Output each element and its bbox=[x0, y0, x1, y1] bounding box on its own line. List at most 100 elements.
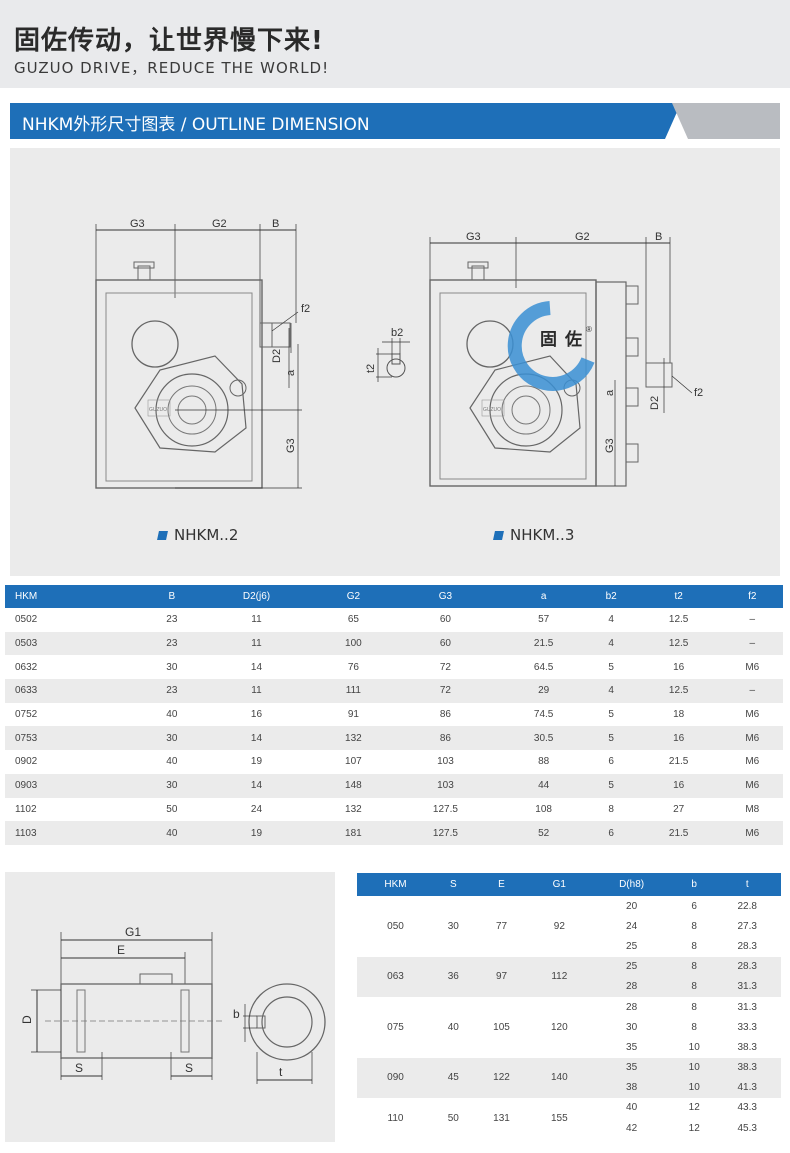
table-cell-g1: 92 bbox=[553, 920, 565, 932]
table-cell: 127.5 bbox=[432, 803, 458, 815]
column-header: t2 bbox=[635, 585, 722, 608]
watermark-char-1: 固 bbox=[540, 330, 557, 349]
table-cell-e: 97 bbox=[472, 956, 531, 997]
table-cell: 5 bbox=[608, 709, 614, 721]
brand-watermark: 固 佐 ® bbox=[507, 301, 595, 391]
dim-g3-top-right: G3 bbox=[466, 231, 481, 243]
table-cell: 60 bbox=[390, 631, 501, 656]
table-cell: 4 bbox=[586, 679, 636, 703]
table-cell-g1: 120 bbox=[550, 1021, 568, 1033]
nameplate-text-right: GUZUO bbox=[483, 407, 501, 413]
table-cell-g1: 112 bbox=[530, 956, 589, 997]
table-cell: 1102 bbox=[15, 803, 37, 815]
table-cell: 10 bbox=[674, 1057, 714, 1078]
table-cell-g1: 155 bbox=[550, 1112, 568, 1124]
column-header: G3 bbox=[390, 585, 501, 608]
table-cell: 28 bbox=[626, 1001, 638, 1013]
dim-f2-right: f2 bbox=[694, 387, 703, 399]
table-cell: 12.5 bbox=[668, 614, 689, 626]
header-band: 固佐传动，让世界慢下来! GUZUO DRIVE，REDUCE THE WORL… bbox=[0, 0, 790, 88]
table-cell: 25 bbox=[626, 940, 638, 952]
table-cell: 5 bbox=[608, 661, 614, 673]
dim-b-top-right: B bbox=[655, 231, 662, 243]
dim-s-left: S bbox=[75, 1061, 83, 1075]
column-header: D(h8) bbox=[588, 873, 675, 896]
dim-e: E bbox=[117, 943, 125, 957]
table-cell-s: 45 bbox=[434, 1057, 473, 1098]
table-cell: 30 bbox=[626, 1021, 638, 1033]
table-cell: 42 bbox=[626, 1122, 638, 1134]
table-cell: 41.3 bbox=[713, 1077, 781, 1098]
table-cell: 38 bbox=[588, 1077, 675, 1098]
table-cell: 19 bbox=[196, 821, 317, 845]
dim-b2: b2 bbox=[391, 327, 403, 339]
table-cell: 57 bbox=[538, 614, 550, 626]
table-cell: 0752 bbox=[15, 709, 38, 721]
table-cell: 100 bbox=[316, 631, 391, 656]
table-cell: 31.3 bbox=[737, 1001, 757, 1013]
table-cell: 23 bbox=[147, 631, 197, 656]
table-cell: 27 bbox=[673, 803, 685, 815]
dim-g3-top: G3 bbox=[130, 218, 145, 230]
table-cell: M6 bbox=[721, 821, 783, 845]
dim-d: D bbox=[20, 1015, 34, 1024]
table-cell: 64.5 bbox=[533, 661, 554, 673]
dim-t2: t2 bbox=[365, 364, 377, 373]
caption-marker-icon bbox=[157, 530, 168, 540]
table-cell: 8 bbox=[691, 920, 697, 932]
table-cell: 14 bbox=[196, 726, 317, 751]
caption-nhkm-3: NHKM..3 bbox=[493, 526, 574, 544]
column-header: HKM bbox=[357, 873, 435, 896]
dim-a-right: a bbox=[604, 389, 616, 396]
table-cell: – bbox=[721, 679, 783, 703]
table-cell: 40 bbox=[166, 709, 178, 721]
dim-d2-right: D2 bbox=[649, 396, 661, 410]
table-cell: 44 bbox=[500, 773, 587, 798]
dim-g1: G1 bbox=[125, 925, 141, 939]
table-cell-hkm: 063 bbox=[357, 956, 435, 997]
column-header: b2 bbox=[586, 585, 636, 608]
table-cell-s: 30 bbox=[447, 920, 459, 932]
table-cell: 16 bbox=[635, 726, 722, 751]
table-cell: 5 bbox=[586, 773, 636, 798]
dim-g2-top: G2 bbox=[212, 218, 227, 230]
dim-f2-left: f2 bbox=[301, 303, 310, 315]
table-cell: 91 bbox=[347, 709, 359, 721]
table-cell: 4 bbox=[608, 614, 614, 626]
table-cell: 52 bbox=[500, 821, 587, 845]
slogan-english: GUZUO DRIVE，REDUCE THE WORLD! bbox=[14, 59, 330, 77]
table-cell-e: 122 bbox=[472, 1057, 531, 1098]
table-cell: 8 bbox=[691, 1001, 697, 1013]
section-title: NHKM外形尺寸图表 / OUTLINE DIMENSION bbox=[22, 115, 370, 135]
table-cell: 103 bbox=[437, 756, 454, 768]
table-cell: 40 bbox=[626, 1102, 638, 1114]
table-cell: 8 bbox=[608, 803, 614, 815]
table-cell: 5 bbox=[586, 726, 636, 751]
column-header: G1 bbox=[530, 873, 589, 896]
column-header: E bbox=[472, 873, 531, 896]
dim-g3-right: G3 bbox=[604, 438, 616, 453]
drawing-nhkm-3: G3 G2 B GUZUO f2 D2 bbox=[365, 231, 703, 487]
table-cell: 0503 bbox=[5, 631, 148, 656]
table-cell: 16 bbox=[250, 709, 263, 721]
table-cell: 10 bbox=[674, 1077, 714, 1098]
table-cell: 40 bbox=[166, 756, 178, 768]
column-header: t bbox=[713, 873, 781, 896]
table-cell-hkm: 090 bbox=[357, 1057, 435, 1098]
table-cell: 0502 bbox=[15, 614, 38, 626]
table-cell: 19 bbox=[250, 756, 263, 768]
table-cell: 132 bbox=[345, 803, 362, 815]
table-cell-s: 50 bbox=[447, 1112, 459, 1124]
section-title-bar: NHKM外形尺寸图表 / OUTLINE DIMENSION bbox=[10, 103, 780, 139]
